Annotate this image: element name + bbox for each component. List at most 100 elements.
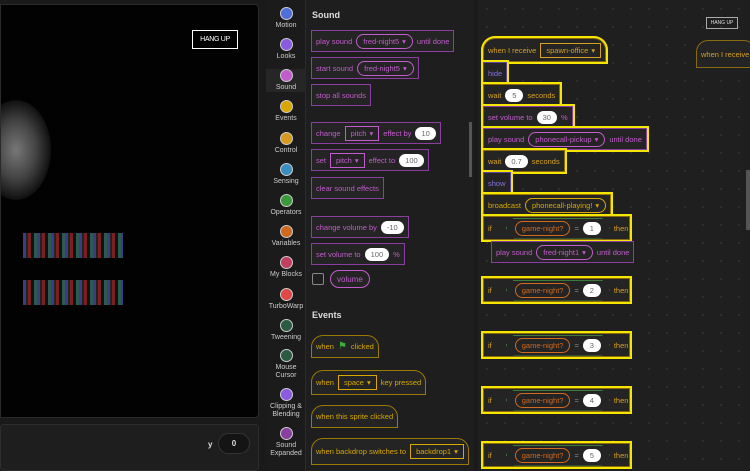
clear-sound-effects-block[interactable]: clear sound effects (311, 177, 384, 199)
label: if (488, 450, 492, 460)
sound-dropdown[interactable]: fred-night1▾ (536, 244, 593, 260)
value-input[interactable]: 10 (415, 126, 436, 140)
when-flag-clicked-block[interactable]: when⚑clicked (311, 335, 379, 358)
value-input[interactable]: 2 (583, 284, 601, 297)
category-clipping-blending[interactable]: Clipping & Blending (266, 388, 306, 419)
value-input[interactable]: 5 (505, 88, 524, 102)
category-looks[interactable]: Looks (266, 38, 306, 61)
value-input[interactable]: -10 (380, 220, 404, 234)
show-block[interactable]: show (483, 172, 511, 194)
label: until done (609, 134, 642, 144)
category-icon (279, 100, 293, 113)
equals-operator[interactable]: game-night?= 5 (506, 445, 610, 466)
equals-sign: = (574, 223, 579, 233)
label: play sound (488, 134, 525, 144)
value-input[interactable]: 3 (583, 339, 601, 352)
label: if (488, 223, 492, 233)
label: broadcast (488, 200, 521, 210)
equals-operator[interactable]: game-night?= 1 (506, 218, 610, 239)
message-dropdown[interactable]: spawn-office▾ (540, 42, 602, 58)
sound-dropdown[interactable]: fred-night5▾ (357, 60, 414, 76)
when-sprite-clicked-block[interactable]: when this sprite clicked (311, 405, 399, 428)
change-volume-block[interactable]: change volume by-10 (311, 216, 409, 238)
value-input[interactable]: 1 (583, 222, 601, 235)
label: then (613, 223, 629, 233)
stop-all-sounds-block[interactable]: stop all sounds (311, 84, 372, 106)
equals-operator[interactable]: game-night?= 4 (506, 390, 610, 411)
label: seconds (527, 90, 556, 100)
value: backdrop1 (416, 447, 452, 456)
workspace-scrollbar[interactable] (746, 170, 750, 230)
category-variables[interactable]: Variables (266, 225, 306, 248)
category-control[interactable]: Control (266, 132, 306, 155)
game-night-variable[interactable]: game-night? (515, 221, 571, 236)
category-icon (279, 349, 293, 362)
y-input[interactable]: 0 (218, 433, 250, 454)
effect-dropdown[interactable]: pitch▾ (344, 125, 380, 141)
category-operators[interactable]: Operators (266, 194, 306, 217)
category-motion[interactable]: Motion (266, 7, 306, 30)
category-tweening[interactable]: Tweening (266, 319, 306, 342)
key-dropdown[interactable]: space▾ (337, 375, 377, 390)
if-then-block[interactable]: if game-night?= 1 then (483, 216, 630, 240)
label: seconds (531, 156, 560, 166)
palette-scrollbar[interactable] (469, 122, 472, 177)
equals-sign: = (574, 395, 579, 405)
category-icon (279, 194, 293, 207)
category-my-blocks[interactable]: My Blocks (266, 256, 306, 279)
category-sensing[interactable]: Sensing (266, 163, 306, 186)
sound-dropdown[interactable]: fred-night5▾ (356, 33, 413, 49)
volume-checkbox[interactable] (312, 273, 324, 285)
category-sound[interactable]: Sound (266, 69, 306, 92)
value-input[interactable]: 0.7 (505, 154, 528, 168)
value-input[interactable]: 100 (399, 153, 424, 167)
equals-operator[interactable]: game-night?=3 (506, 335, 610, 356)
sound-dropdown[interactable]: phonecall-pickup▾ (528, 131, 606, 147)
hide-block[interactable]: hide (483, 62, 508, 84)
stage[interactable] (0, 4, 259, 418)
category-label: Mouse Cursor (275, 364, 297, 379)
category-mouse-cursor[interactable]: Mouse Cursor (266, 349, 306, 380)
category-sound-expanded[interactable]: Sound Expanded (266, 427, 306, 458)
message-dropdown[interactable]: phonecall-playing!▾ (524, 197, 607, 213)
effect-dropdown[interactable]: pitch▾ (330, 152, 365, 168)
equals-operator[interactable]: game-night?=2 (506, 280, 610, 301)
game-night-variable[interactable]: game-night? (515, 448, 571, 463)
game-night-variable[interactable]: game-night? (515, 283, 571, 298)
label: when (316, 342, 334, 351)
value-input[interactable]: 5 (583, 449, 601, 462)
value-input[interactable]: 4 (583, 394, 601, 407)
backdrop-dropdown[interactable]: backdrop1▾ (410, 444, 464, 459)
game-night-variable[interactable]: game-night? (515, 393, 571, 408)
hang-up-button[interactable]: HANG UP (192, 30, 238, 49)
label: start sound (316, 63, 354, 73)
value-input[interactable]: 30 (536, 110, 557, 124)
category-events[interactable]: Events (266, 100, 306, 123)
value-input[interactable]: 100 (364, 247, 390, 261)
equals-sign: = (574, 450, 579, 460)
volume-reporter[interactable]: volume (330, 270, 370, 288)
category-icon (279, 256, 293, 269)
game-night-variable[interactable]: game-night? (515, 338, 571, 353)
category-turbowarp[interactable]: TurboWarp (266, 288, 306, 311)
when-i-receive-block[interactable]: when I receive (696, 40, 750, 68)
y-label: y (208, 440, 213, 449)
